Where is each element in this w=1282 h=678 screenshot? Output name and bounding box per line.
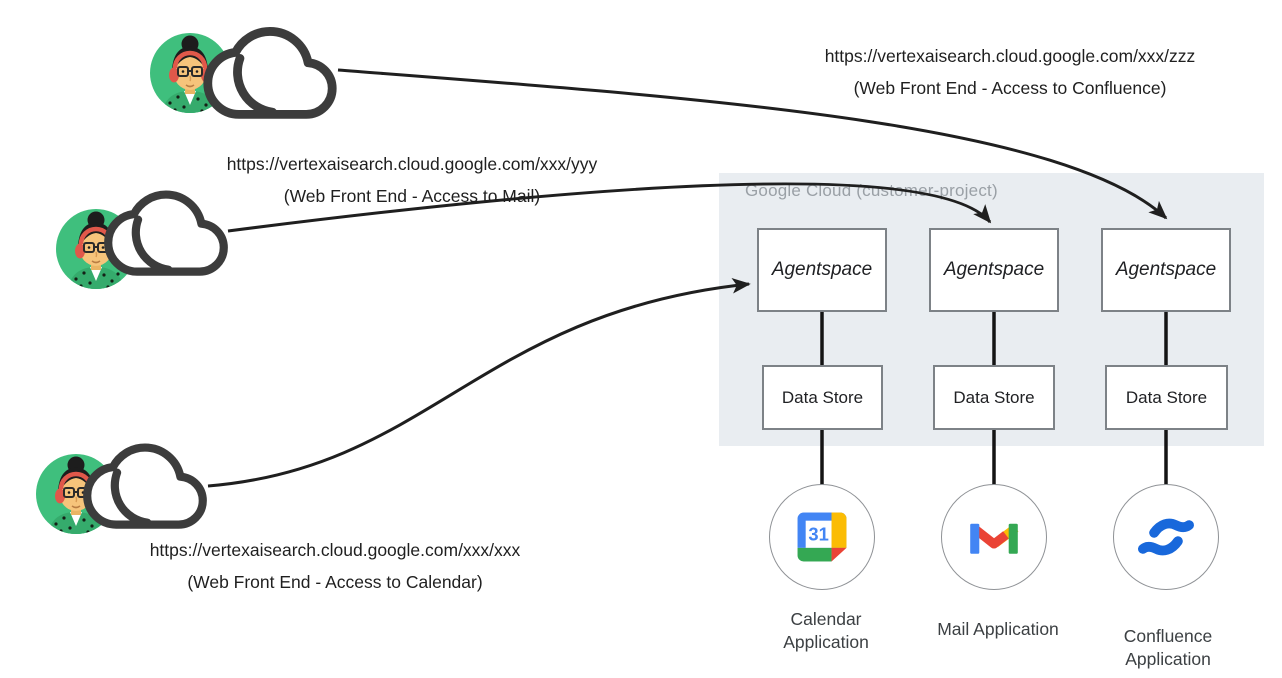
svg-text:31: 31 (808, 523, 828, 544)
request-confluence: https://vertexaisearch.cloud.google.com/… (750, 40, 1270, 104)
mail-app-label: Mail Application (937, 619, 1059, 639)
request-note: (Web Front End - Access to Mail) (283, 186, 541, 206)
mail-app-circle (941, 484, 1047, 590)
agentspace-box-mail: Agentspace (929, 228, 1059, 312)
arrow-to-calendar-agentspace (207, 277, 751, 488)
confluence-app-label: Confluence Application (1123, 626, 1213, 669)
cloud-icon (200, 20, 340, 126)
cloud-icon (80, 437, 210, 536)
request-note: (Web Front End - Access to Confluence) (853, 78, 1167, 98)
agentspace-box-calendar: Agentspace (757, 228, 887, 312)
google-calendar-icon: 31 (797, 512, 847, 562)
calendar-app-circle: 31 (769, 484, 875, 590)
data-store-box-confluence: Data Store (1105, 365, 1228, 430)
request-mail: https://vertexaisearch.cloud.google.com/… (152, 148, 672, 212)
request-url: https://vertexaisearch.cloud.google.com/… (226, 154, 598, 174)
data-store-box-calendar: Data Store (762, 365, 883, 430)
gmail-icon (970, 523, 1019, 554)
request-note: (Web Front End - Access to Calendar) (187, 572, 483, 592)
agentspace-box-confluence: Agentspace (1101, 228, 1231, 312)
cloud-icon (101, 184, 231, 283)
panel-title: Google Cloud (customer-project) (745, 181, 998, 200)
request-url: https://vertexaisearch.cloud.google.com/… (149, 540, 521, 560)
user-avatar (150, 33, 230, 113)
data-store-box-mail: Data Store (933, 365, 1055, 430)
confluence-app-circle (1113, 484, 1219, 590)
calendar-app-label: Calendar Application (783, 609, 869, 652)
confluence-icon (1138, 518, 1194, 556)
request-url: https://vertexaisearch.cloud.google.com/… (824, 46, 1196, 66)
request-calendar: https://vertexaisearch.cloud.google.com/… (75, 534, 595, 598)
